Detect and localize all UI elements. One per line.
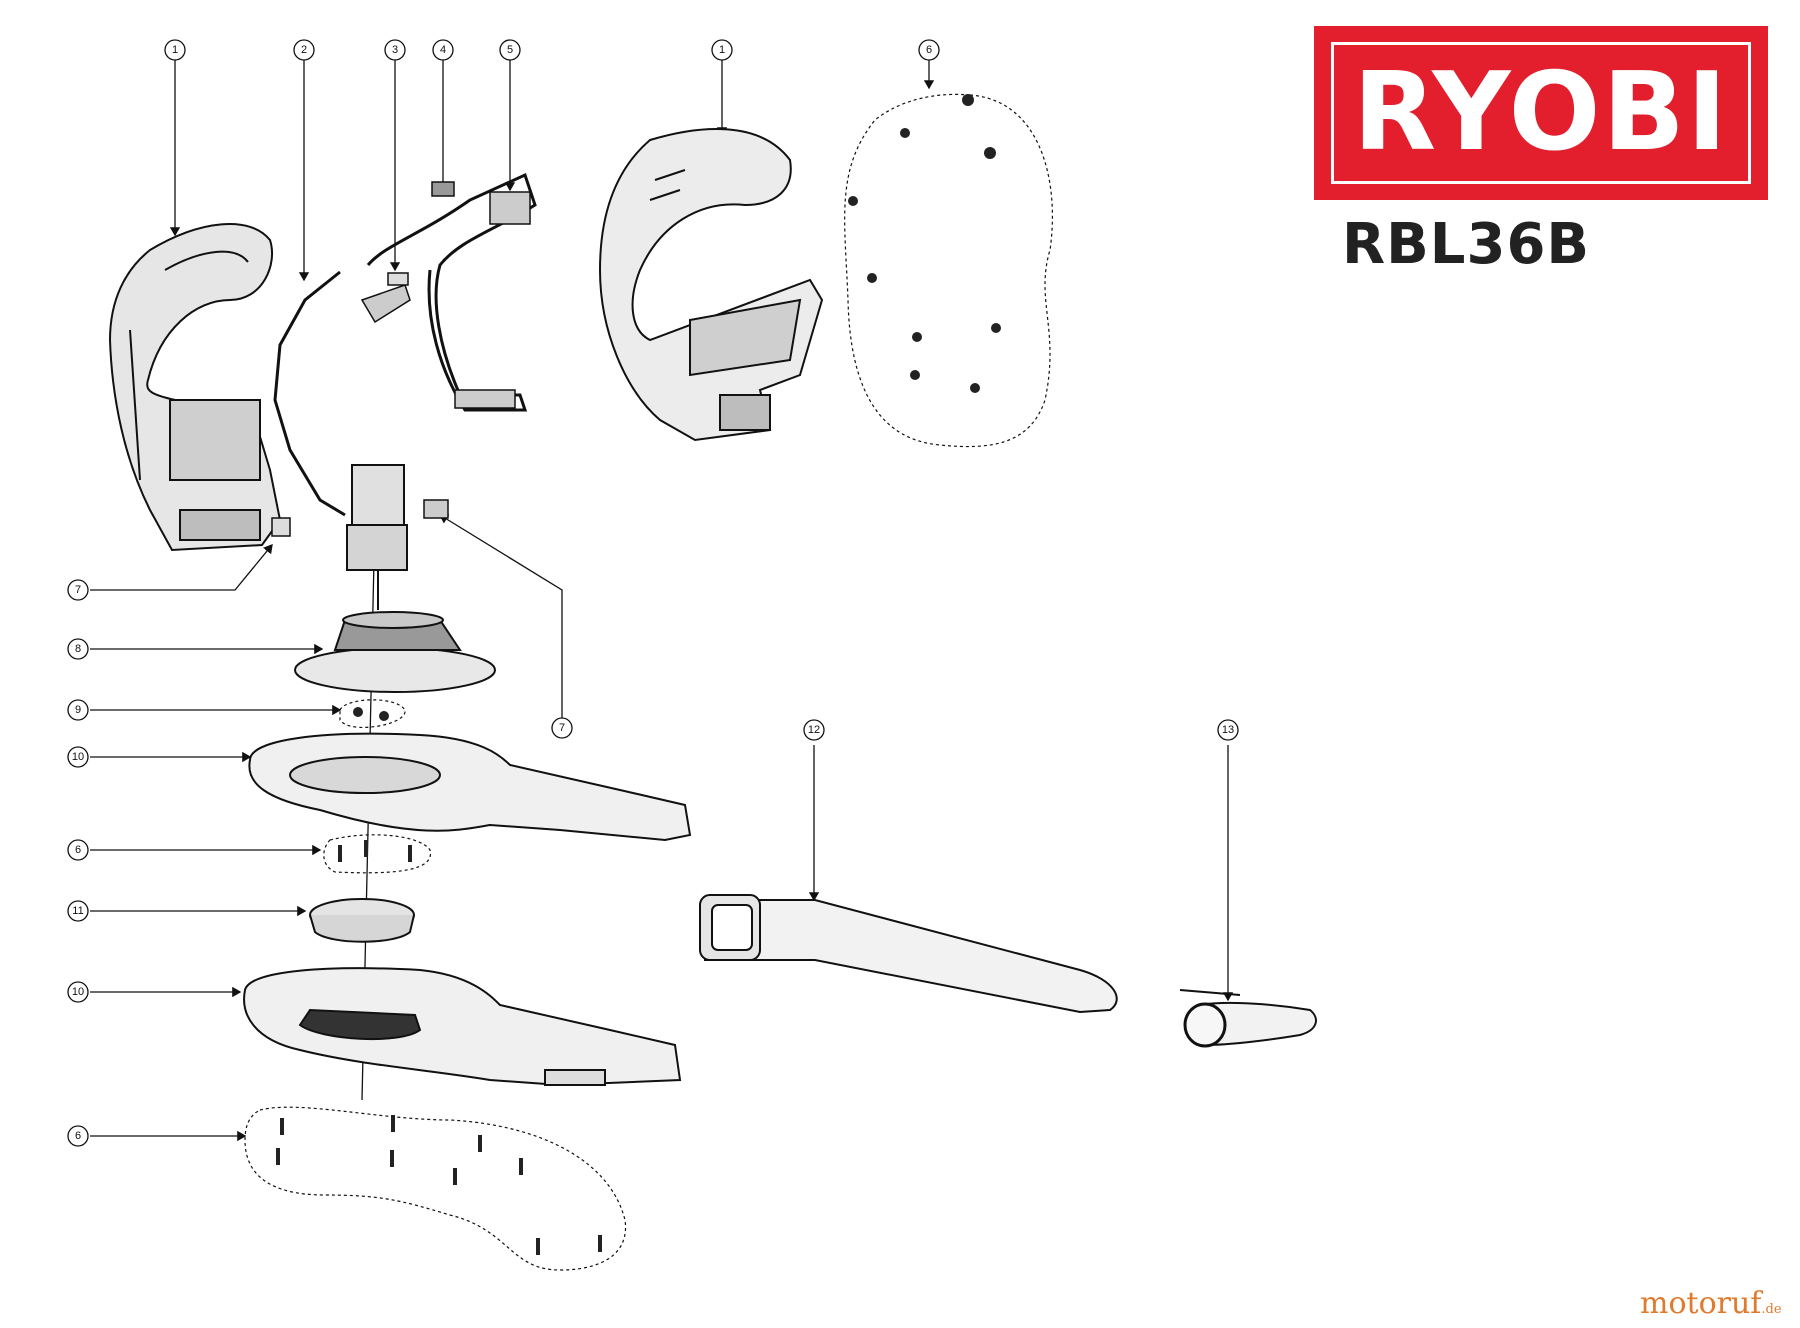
callout-number: 6 <box>75 844 81 856</box>
callout-circle <box>551 717 573 739</box>
callout-circle <box>67 699 89 721</box>
callout-circle <box>1217 719 1239 741</box>
logo-frame: RYOBI <box>1331 42 1751 184</box>
callout-circle <box>918 39 940 61</box>
callout-circle <box>293 39 315 61</box>
callout-circle <box>384 39 406 61</box>
callout-number: 7 <box>75 584 81 596</box>
watermark-main: motoruf <box>1640 1286 1762 1321</box>
trigger <box>360 284 411 324</box>
housing-screws <box>848 94 1001 393</box>
model-number: RBL36B <box>1342 212 1591 277</box>
callout-circle <box>67 981 89 1003</box>
callout-circle <box>711 39 733 61</box>
housing-left-half <box>108 223 282 552</box>
connector-left <box>271 517 291 537</box>
middle-screws <box>338 840 412 862</box>
screw-group-lower <box>244 1106 627 1271</box>
battery-terminal <box>454 389 516 409</box>
callout-circle <box>67 579 89 601</box>
callout-number: 12 <box>808 724 820 736</box>
watermark: motoruf.de <box>1640 1286 1782 1321</box>
callout-number: 8 <box>75 643 81 655</box>
blower-nozzle <box>1179 989 1317 1048</box>
callout-circle <box>67 839 89 861</box>
screw-group-housing <box>844 93 1053 448</box>
callout-circle <box>164 39 186 61</box>
callout-number: 5 <box>507 44 513 56</box>
callout-number: 4 <box>440 44 446 56</box>
callout-number: 11 <box>72 905 83 917</box>
callout-number: 6 <box>926 44 932 56</box>
callout-number: 7 <box>559 722 565 734</box>
motor <box>346 464 408 610</box>
ryobi-logo: RYOBI <box>1314 26 1768 200</box>
fan-cover-ring <box>309 898 415 943</box>
brand-name: RYOBI <box>1353 50 1729 175</box>
callout-circle <box>432 39 454 61</box>
housing-right-half <box>598 128 824 442</box>
callout-circle <box>67 1125 89 1147</box>
callout-number: 3 <box>392 44 398 56</box>
callout-number: 6 <box>75 1130 81 1142</box>
callout-number: 2 <box>301 44 307 56</box>
fan <box>294 611 496 693</box>
callout-number: 10 <box>72 751 84 763</box>
callout-circle <box>67 746 89 768</box>
callout-circle <box>67 638 89 660</box>
callout-number: 13 <box>1222 724 1234 736</box>
switch-wire <box>366 172 537 412</box>
screw-group-fan <box>339 699 406 728</box>
callout-number: 1 <box>172 44 178 56</box>
lower-screws <box>276 1115 602 1255</box>
callout-circle <box>803 719 825 741</box>
connector-right <box>423 499 449 519</box>
callout-number: 1 <box>719 44 725 56</box>
trigger-spring-holder <box>387 272 409 286</box>
fan-housing-upper <box>248 732 692 842</box>
wire-harness <box>273 270 346 517</box>
spring <box>431 181 455 197</box>
switch <box>489 191 531 225</box>
callout-number: 10 <box>72 986 84 998</box>
fan-screws <box>353 707 389 721</box>
blower-tube <box>699 894 1118 1014</box>
callout-circle <box>67 900 89 922</box>
callout-circle <box>499 39 521 61</box>
fan-housing-lower <box>243 967 682 1087</box>
watermark-suffix: .de <box>1761 1302 1782 1317</box>
callout-number: 9 <box>75 704 81 716</box>
